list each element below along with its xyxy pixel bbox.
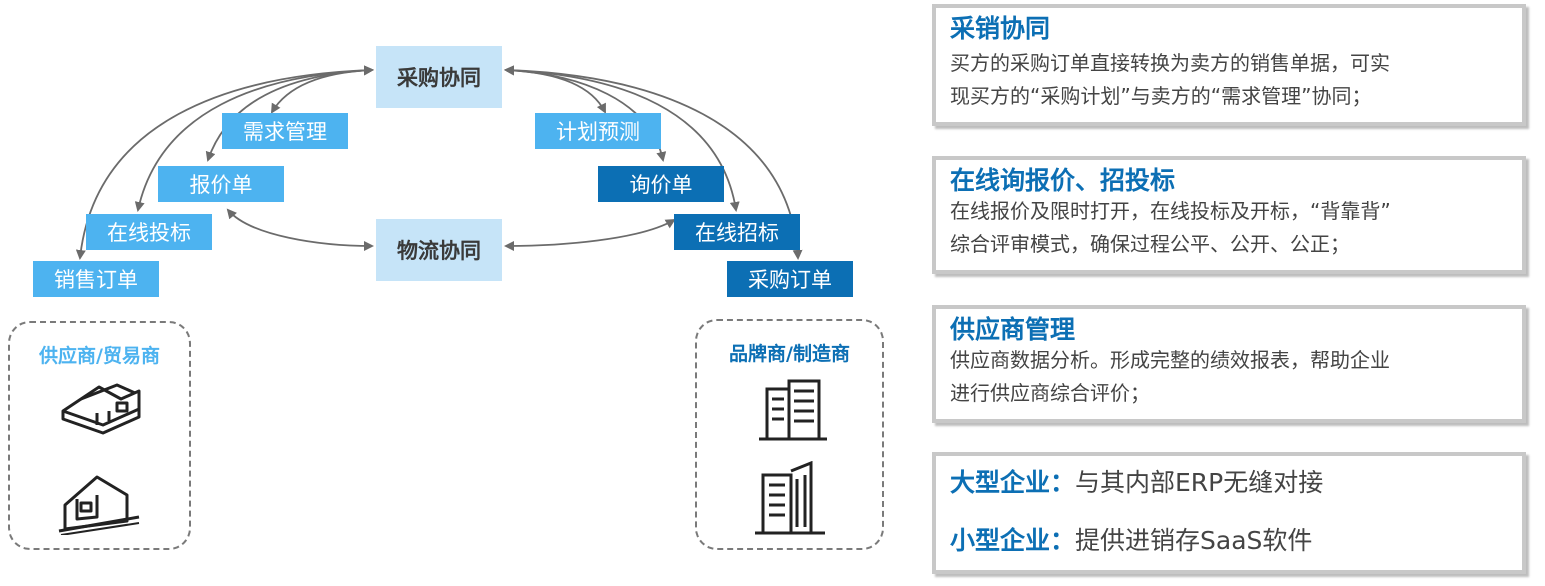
enterprise-card: 大型企业：与其内部ERP无缝对接 小型企业：提供进销存SaaS软件 [932,452,1526,574]
feature-text-line: 供应商数据分析。形成完整的绩效报表，帮助企业 [950,348,1390,372]
node-label: 销售订单 [54,268,138,292]
feature-card-procurement-sales: 采销协同 买方的采购订单直接转换为卖方的销售单据，可实 现买方的“采购计划”与卖… [932,4,1526,126]
supplier-group: 供应商/贸易商 [8,321,191,550]
enterprise-label: 大型企业： [950,468,1076,497]
office-building-icon [759,379,827,441]
center-node-logistics: 物流协同 [376,219,502,281]
node-label: 询价单 [629,173,693,197]
arrow-to-sales-order [75,65,374,260]
node-demand-management: 需求管理 [222,113,348,149]
connector-arrows [75,65,803,260]
feature-text-line: 在线报价及限时打开，在线投标及开标，“背靠背” [950,199,1391,223]
feature-title: 供应商管理 [950,315,1076,344]
node-label: 需求管理 [243,120,327,144]
node-purchase-order: 采购订单 [727,261,853,297]
enterprise-text: 与其内部ERP无缝对接 [1075,468,1324,497]
feature-card-supplier-management: 供应商管理 供应商数据分析。形成完整的绩效报表，帮助企业 进行供应商综合评价； [932,305,1526,423]
arrow-to-purchase-order [504,65,803,260]
enterprise-line-small: 小型企业：提供进销存SaaS软件 [950,526,1508,556]
feature-title: 在线询报价、招投标 [950,166,1176,195]
tower-building-icon [755,461,825,535]
node-label: 报价单 [189,173,253,197]
center-node-label: 物流协同 [397,239,481,263]
house-icon [61,383,141,435]
node-label: 采购订单 [748,268,832,292]
center-node-procurement: 采购协同 [376,46,502,108]
feature-title: 采销协同 [950,14,1051,43]
arrow-logistics-right [504,218,676,251]
node-plan-forecast: 计划预测 [535,113,661,149]
enterprise-line-large: 大型企业：与其内部ERP无缝对接 [950,468,1508,498]
node-inquiry: 询价单 [598,166,724,202]
enterprise-label: 小型企业： [950,526,1076,555]
feature-text-line: 综合评审模式，确保过程公平、公开、公正； [950,232,1350,256]
manufacturer-group-title: 品牌商/制造商 [729,343,850,365]
center-node-label: 采购协同 [397,66,481,90]
feature-card-online-bidding: 在线询报价、招投标 在线报价及限时打开，在线投标及开标，“背靠背” 综合评审模式… [932,156,1526,274]
node-online-tender: 在线招标 [674,214,800,250]
arrow-logistics-left [226,208,374,251]
node-quotation: 报价单 [158,166,284,202]
node-online-bid: 在线投标 [86,214,212,250]
feature-text-line: 买方的采购订单直接转换为卖方的销售单据，可实 [950,51,1390,75]
node-label: 在线投标 [107,221,191,245]
manufacturer-group: 品牌商/制造商 [695,319,884,550]
node-sales-order: 销售订单 [33,261,159,297]
feature-text-line: 进行供应商综合评价； [950,381,1150,405]
supplier-group-title: 供应商/贸易商 [39,345,160,367]
house-on-slope-icon [58,475,140,535]
node-label: 计划预测 [556,120,640,144]
enterprise-text: 提供进销存SaaS软件 [1075,526,1313,555]
feature-text-line: 现买方的“采购计划”与卖方的“需求管理”协同； [950,84,1372,108]
node-label: 在线招标 [695,221,779,245]
